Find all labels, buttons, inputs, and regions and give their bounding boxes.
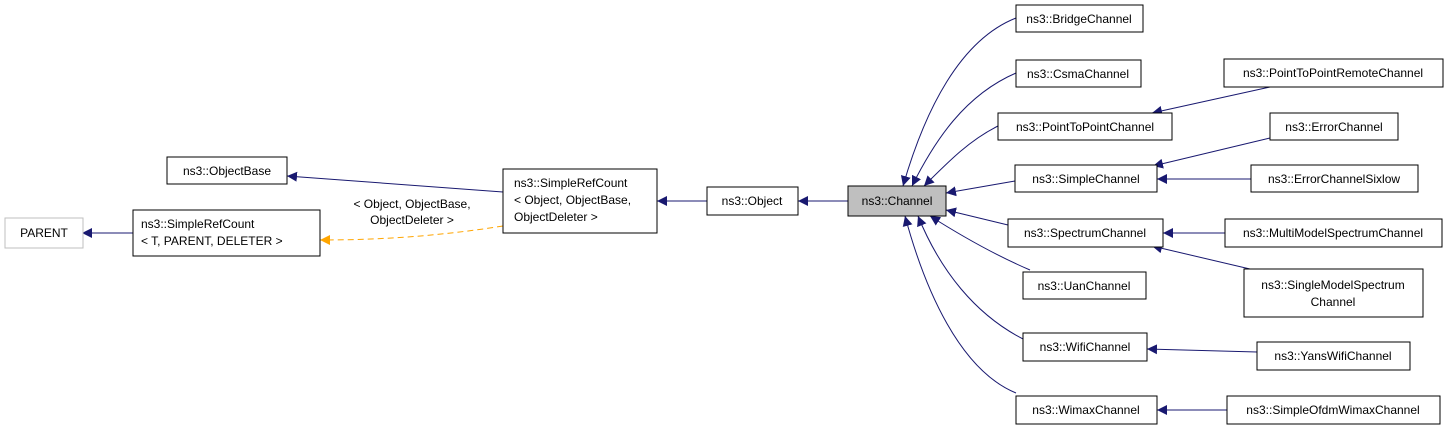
node-singlemodelspectrumchannel-line-2: Channel xyxy=(1311,295,1356,309)
node-object[interactable]: ns3::Object xyxy=(706,186,799,216)
node-simplerefcount-generic-line-2: < T, PARENT, DELETER > xyxy=(141,234,283,248)
node-objectbase[interactable]: ns3::ObjectBase xyxy=(166,156,288,185)
edge-csma-to-channel xyxy=(911,72,1017,187)
node-singlemodelspectrumchannel-line-1: ns3::SingleModelSpectrum xyxy=(1261,278,1404,292)
template-label-line-1: < Object, ObjectBase, xyxy=(353,197,470,211)
node-pointtopointchannel-label: ns3::PointToPointChannel xyxy=(1016,120,1154,134)
node-spectrumchannel-label: ns3::SpectrumChannel xyxy=(1024,226,1146,240)
node-spectrumchannel[interactable]: ns3::SpectrumChannel xyxy=(1007,218,1164,248)
template-argument-label: < Object, ObjectBase, ObjectDeleter > xyxy=(353,197,470,227)
edge-srcobject-to-objectbase xyxy=(286,171,504,193)
node-uanchannel[interactable]: ns3::UanChannel xyxy=(1022,271,1147,300)
node-bridgechannel-label: ns3::BridgeChannel xyxy=(1026,12,1131,26)
node-multimodelspectrumchannel[interactable]: ns3::MultiModelSpectrumChannel xyxy=(1224,218,1443,248)
node-wifichannel[interactable]: ns3::WifiChannel xyxy=(1022,332,1148,362)
node-bridgechannel[interactable]: ns3::BridgeChannel xyxy=(1015,4,1144,33)
edge-spectrum-to-channel xyxy=(945,207,1009,226)
node-wimaxchannel-label: ns3::WimaxChannel xyxy=(1032,403,1139,417)
node-channel[interactable]: ns3::Channel xyxy=(847,185,947,217)
node-simplerefcount-object-line-3: ObjectDeleter > xyxy=(514,210,598,224)
edge-uan-to-channel xyxy=(929,215,1031,271)
edge-wifi-to-channel xyxy=(917,215,1026,341)
node-errorchannel-label: ns3::ErrorChannel xyxy=(1285,120,1382,134)
node-singlemodelspectrumchannel[interactable]: ns3::SingleModelSpectrum Channel xyxy=(1243,268,1424,318)
edge-simple-to-channel xyxy=(945,180,1016,197)
node-yanswifichannel[interactable]: ns3::YansWifiChannel xyxy=(1256,341,1411,371)
edge-p2p-remote-to-p2p xyxy=(1151,86,1271,116)
node-errorchannelsixlow[interactable]: ns3::ErrorChannelSixlow xyxy=(1250,164,1419,193)
edge-bridge-to-channel xyxy=(900,17,1017,187)
node-simplerefcount-object-line-1: ns3::SimpleRefCount xyxy=(514,176,628,190)
edges xyxy=(82,17,1271,415)
node-csmachannel-label: ns3::CsmaChannel xyxy=(1027,67,1129,81)
node-object-label: ns3::Object xyxy=(722,194,783,208)
node-pointtopointremotechannel[interactable]: ns3::PointToPointRemoteChannel xyxy=(1223,58,1444,88)
template-label-line-2: ObjectDeleter > xyxy=(370,213,454,227)
node-errorchannelsixlow-label: ns3::ErrorChannelSixlow xyxy=(1268,172,1400,186)
edge-singlemodel-to-spectrum xyxy=(1151,243,1251,270)
node-simplechannel-label: ns3::SimpleChannel xyxy=(1032,172,1139,186)
node-parent[interactable]: PARENT xyxy=(4,217,84,249)
node-csmachannel[interactable]: ns3::CsmaChannel xyxy=(1015,59,1142,88)
node-channel-label: ns3::Channel xyxy=(862,194,933,208)
node-uanchannel-label: ns3::UanChannel xyxy=(1038,279,1131,293)
node-parent-label: PARENT xyxy=(20,226,68,240)
node-simplechannel[interactable]: ns3::SimpleChannel xyxy=(1014,164,1158,193)
edge-wimax-to-channel xyxy=(902,215,1017,394)
node-simplerefcount-generic-line-1: ns3::SimpleRefCount xyxy=(141,217,255,231)
node-simpleofdmwimaxchannel-label: ns3::SimpleOfdmWimaxChannel xyxy=(1246,403,1419,417)
node-pointtopointchannel[interactable]: ns3::PointToPointChannel xyxy=(997,112,1173,141)
node-simplerefcount-object-line-2: < Object, ObjectBase, xyxy=(514,193,631,207)
node-objectbase-label: ns3::ObjectBase xyxy=(183,164,271,178)
node-errorchannel[interactable]: ns3::ErrorChannel xyxy=(1269,112,1399,141)
edge-template-instantiation xyxy=(319,225,504,245)
edge-yans-to-wifi xyxy=(1146,344,1258,355)
node-yanswifichannel-label: ns3::YansWifiChannel xyxy=(1274,349,1391,363)
node-wimaxchannel[interactable]: ns3::WimaxChannel xyxy=(1015,395,1158,425)
edge-p2p-to-channel xyxy=(923,125,999,187)
node-pointtopointremotechannel-label: ns3::PointToPointRemoteChannel xyxy=(1243,66,1423,80)
node-simpleofdmwimaxchannel[interactable]: ns3::SimpleOfdmWimaxChannel xyxy=(1226,395,1441,425)
node-simplerefcount-object[interactable]: ns3::SimpleRefCount < Object, ObjectBase… xyxy=(502,168,658,234)
node-simplerefcount-generic[interactable]: ns3::SimpleRefCount < T, PARENT, DELETER… xyxy=(132,209,321,257)
node-wifichannel-label: ns3::WifiChannel xyxy=(1040,340,1131,354)
node-multimodelspectrumchannel-label: ns3::MultiModelSpectrumChannel xyxy=(1243,226,1423,240)
edge-error-to-simple xyxy=(1152,137,1271,169)
